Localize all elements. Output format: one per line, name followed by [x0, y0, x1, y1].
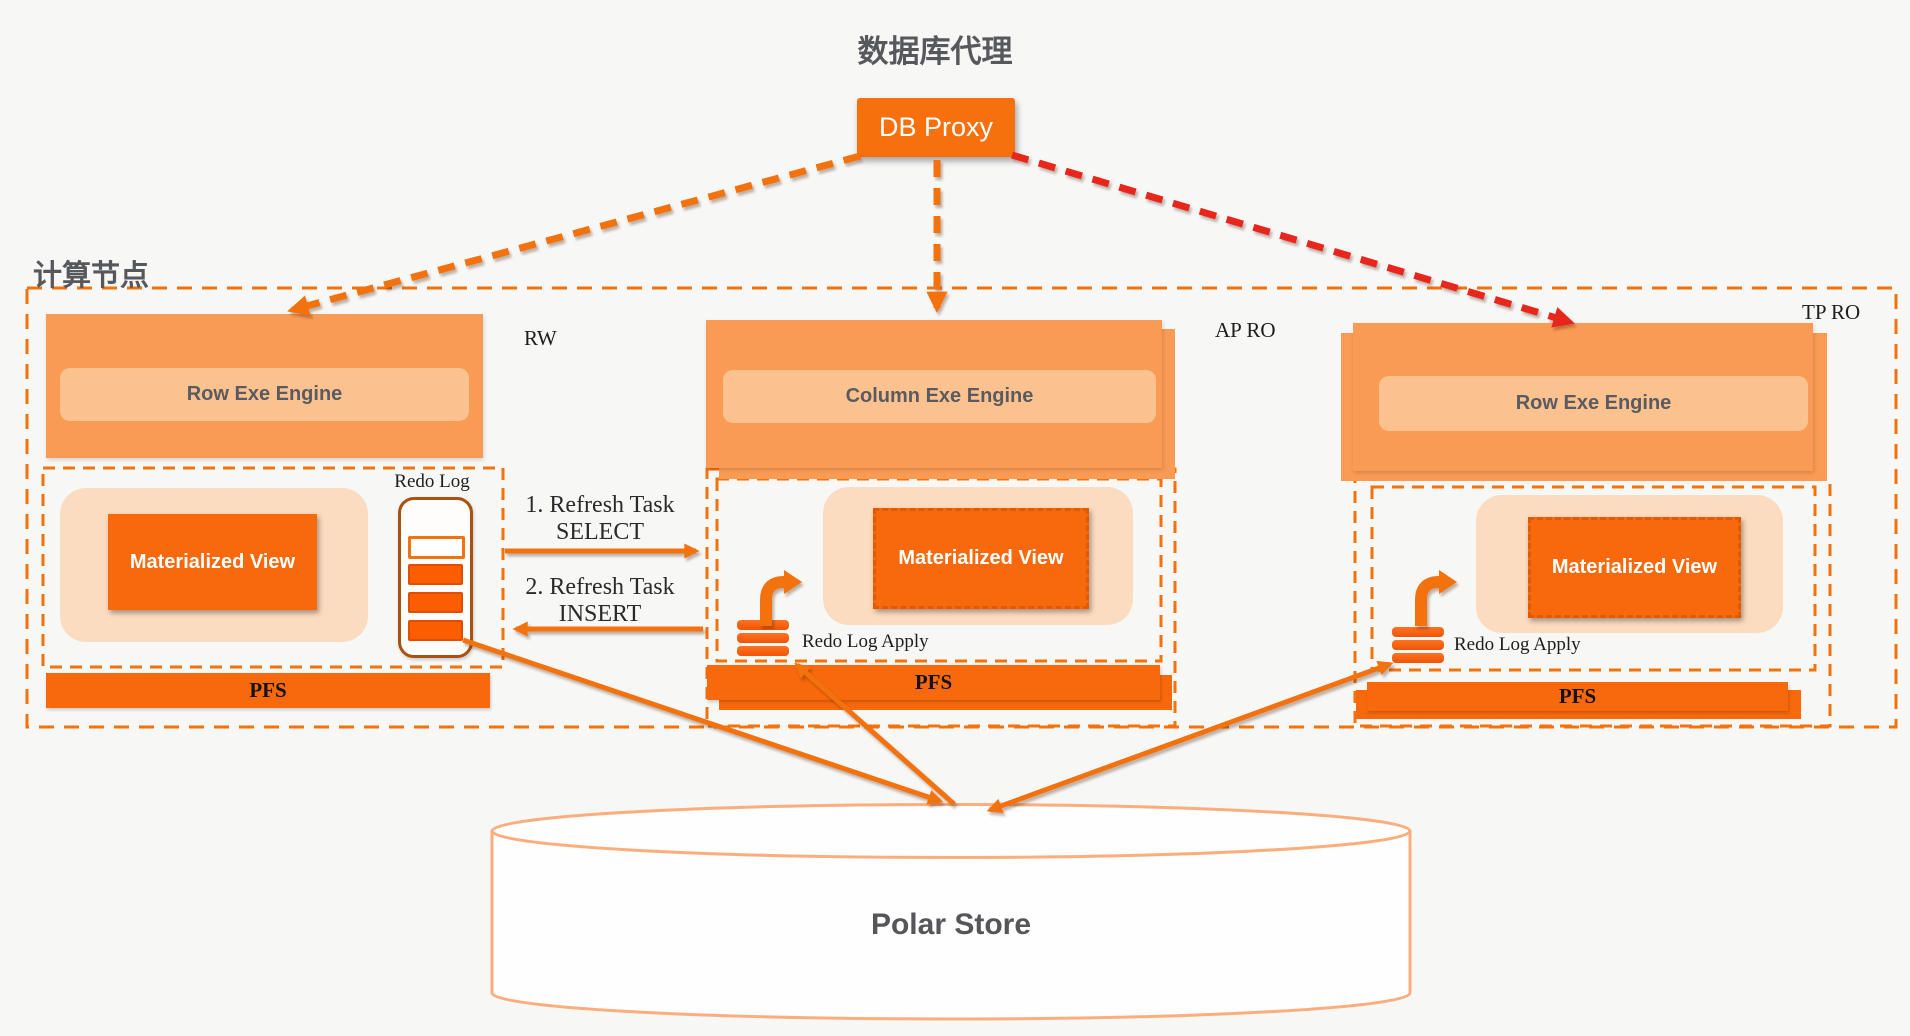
apro-engine-label-box: Column Exe Engine	[723, 370, 1156, 423]
tpro-role-label: TP RO	[1802, 300, 1861, 324]
tpro-pfs-label: PFS	[1558, 684, 1597, 708]
page-title: 数据库代理	[857, 34, 1013, 69]
rw-engine-label-box: Row Exe Engine	[60, 368, 469, 421]
tpro-redo-apply-arrow-icon	[1415, 576, 1440, 626]
tpro-pfs-bar: PFS	[1367, 682, 1788, 711]
tpro-log-stack-icon	[1392, 627, 1444, 665]
polar-store-label: Polar Store	[870, 908, 1032, 941]
rw-pfs-label: PFS	[249, 678, 287, 702]
apro-engine-label: Column Exe Engine	[845, 385, 1034, 407]
refresh-task-insert-label: 2. Refresh Task INSERT	[525, 574, 675, 627]
redo-log-slot-filled	[408, 564, 463, 585]
redo-log-slot-empty	[408, 536, 465, 559]
proxy-to-rw-arrow	[287, 152, 861, 316]
apro-role-label: AP RO	[1215, 318, 1276, 342]
apro-mv-label: Materialized View	[898, 547, 1064, 569]
redo-log-label: Redo Log	[394, 471, 470, 492]
apro-mv-box: Materialized View	[873, 508, 1089, 609]
tpro-mv-box: Materialized View	[1528, 517, 1741, 618]
redo-log-slot-filled	[408, 620, 463, 641]
apro-pfs-label: PFS	[914, 670, 953, 694]
redo-log-slot-filled	[408, 592, 463, 613]
tpro-engine-label-box: Row Exe Engine	[1379, 376, 1808, 431]
apro-pfs-bar: PFS	[707, 665, 1160, 700]
tpro-engine-label: Row Exe Engine	[1515, 392, 1672, 414]
polar-store-cylinder-top	[490, 803, 1412, 859]
db-proxy-label: DB Proxy	[878, 112, 994, 142]
rw-mv-label: Materialized View	[129, 550, 296, 573]
tpro-mv-label: Materialized View	[1551, 556, 1718, 578]
db-proxy-box: DB Proxy	[857, 98, 1015, 157]
tpro-redo-apply-label: Redo Log Apply	[1454, 634, 1581, 655]
apro-log-stack-icon	[737, 620, 789, 658]
redo-log-box	[398, 497, 473, 658]
rw-role-label: RW	[524, 326, 557, 350]
compute-section-label: 计算节点	[33, 260, 150, 292]
apro-redo-apply-label: Redo Log Apply	[802, 631, 929, 652]
refresh-task-select-label: 1. Refresh Task SELECT	[525, 492, 675, 545]
rw-mv-box: Materialized View	[108, 514, 317, 610]
rw-pfs-bar: PFS	[46, 673, 490, 708]
proxy-to-tpro-arrow	[1010, 151, 1575, 328]
rw-engine-label: Row Exe Engine	[186, 383, 343, 405]
